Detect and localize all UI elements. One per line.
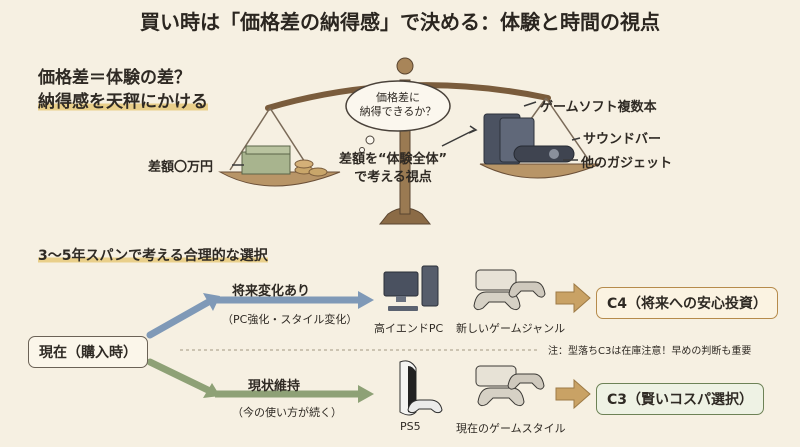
lower-arrow-head (358, 385, 374, 403)
price-difference-label: 差額〇万円 (148, 160, 214, 175)
upper-result-arrow (555, 282, 591, 314)
lower-branch-label: 現状維持 (248, 379, 301, 394)
upper-branch-label: 将来変化あり (232, 284, 311, 299)
pc-label: 高イエンドPC (374, 322, 444, 335)
pc-icon (383, 265, 439, 311)
start-box: 現在（購入時） (28, 336, 148, 368)
upper-branch-sublabel: （PC強化・スタイル変化） (222, 313, 358, 326)
lower-result-arrow (555, 378, 591, 410)
gamepad-icon (475, 365, 545, 407)
gamepad-icon (473, 269, 546, 311)
thought-bubble (345, 80, 451, 132)
center-caption-line-1: 差額を“体験全体” (338, 152, 448, 167)
ps5-console-icon (399, 360, 443, 416)
bubble-line-1: 価格差に (376, 91, 420, 104)
bubble-line-2: 納得できるか？ (359, 105, 437, 118)
soundbar-icon (513, 145, 575, 163)
lower-branch-sublabel: （今の使い方が続く） (232, 406, 342, 419)
center-caption-line-2: で考える視点 (354, 170, 432, 185)
new-genre-label: 新しいゲームジャンル (456, 322, 566, 335)
center-caption: 差額を“体験全体” で考える視点 (335, 151, 451, 187)
upper-arrow-head (358, 291, 374, 309)
result-c4-box: C4（将来への安心投資） (596, 287, 779, 319)
section-title: 3〜5年スパンで考える合理的な選択 (38, 248, 268, 264)
result-c3-box: C3（賢いコスパ選択） (596, 383, 765, 415)
item-other-gadgets: 他のガジェット (581, 156, 673, 171)
question-line-2: 納得感を天秤にかける (38, 92, 208, 112)
question-line-1: 価格差＝体験の差？ (38, 68, 191, 88)
ps5-label: PS5 (400, 420, 421, 433)
inventory-note: 注：型落ちC3は在庫注意！早めの判断も重要 (548, 346, 752, 357)
page-title: 買い時は「価格差の納得感」で決める：体験と時間の視点 (140, 10, 660, 34)
current-style-label: 現在のゲームスタイル (456, 422, 566, 435)
item-game-software: ゲームソフト複数本 (540, 100, 657, 115)
bubble-text: 価格差に 納得できるか？ (350, 91, 446, 119)
item-soundbar: サウンドバー (583, 132, 662, 147)
